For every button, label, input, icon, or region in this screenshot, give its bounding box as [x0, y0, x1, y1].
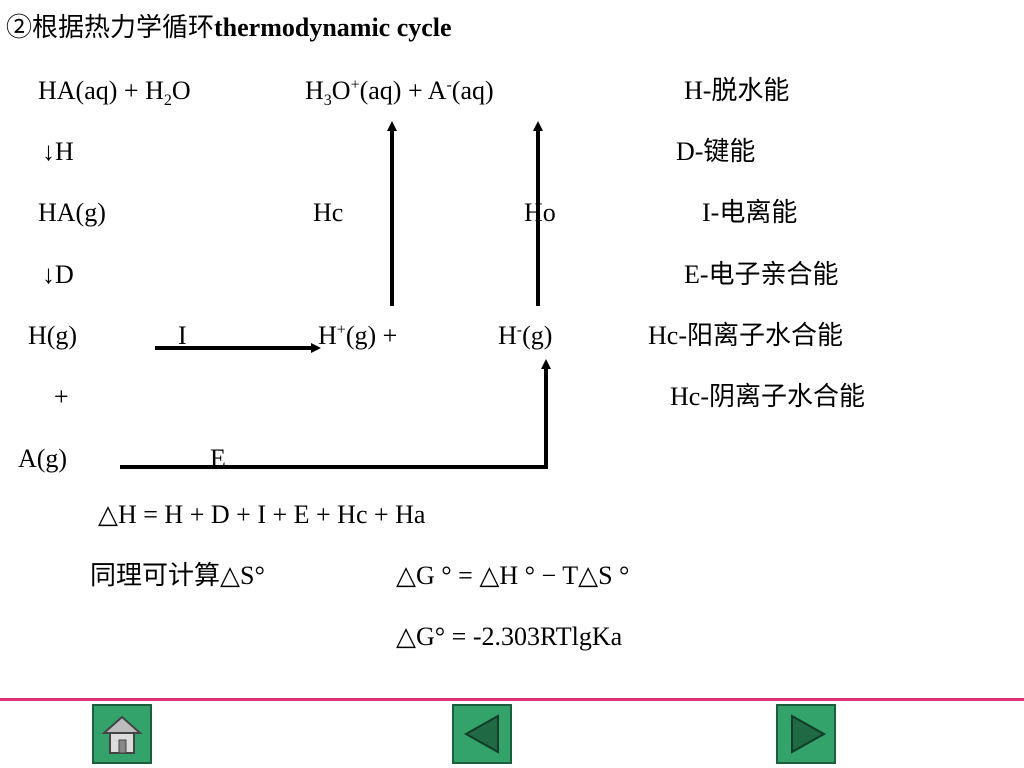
product-aq: H3O+(aq) + A-(aq)	[305, 76, 494, 110]
legend-ionization: I-电离能	[702, 198, 798, 227]
cation-gas: H+(g) +	[318, 321, 398, 350]
triangle-left-icon	[463, 714, 499, 754]
legend-electron-affinity: E-电子亲合能	[684, 260, 839, 289]
arrow-electron-affinity	[120, 359, 551, 469]
triangle-right-icon	[791, 714, 827, 754]
footer-divider	[0, 698, 1024, 701]
gibbs-equation: △G ° = △H ° − T△S °	[396, 561, 630, 590]
step-h: ↓H	[42, 137, 74, 166]
gibbs-ka-equation: △G° = -2.303RTlgKa	[396, 622, 623, 651]
cycle-arrows	[120, 121, 551, 469]
enthalpy-equation: △H = H + D + I + E + Hc + Ha	[98, 500, 426, 529]
legend-bond-energy: D-键能	[676, 137, 756, 166]
slide-title: ②根据热力学循环thermodynamic cycle	[6, 13, 452, 42]
legend-dehydration: H-脱水能	[684, 76, 790, 105]
label-i: I	[178, 321, 187, 350]
legend-anion-hydration: Hc-阴离子水合能	[670, 382, 865, 411]
reactant-gas: HA(g)	[38, 198, 106, 227]
hydrogen-atom: H(g)	[28, 321, 78, 350]
plus-sign: +	[54, 382, 69, 411]
entropy-line: 同理可计算△S°	[90, 561, 265, 590]
anion-gas: H-(g)	[498, 321, 553, 350]
atom-a-gas: A(g)	[18, 444, 68, 473]
next-button[interactable]	[776, 704, 836, 764]
label-hc: Hc	[313, 198, 344, 227]
home-button[interactable]	[92, 704, 152, 764]
step-d: ↓D	[42, 260, 74, 289]
home-icon	[101, 715, 143, 754]
legend-cation-hydration: Hc-阳离子水合能	[648, 321, 843, 350]
prev-button[interactable]	[452, 704, 512, 764]
reactant-aq: HA(aq) + H2O	[38, 76, 191, 110]
